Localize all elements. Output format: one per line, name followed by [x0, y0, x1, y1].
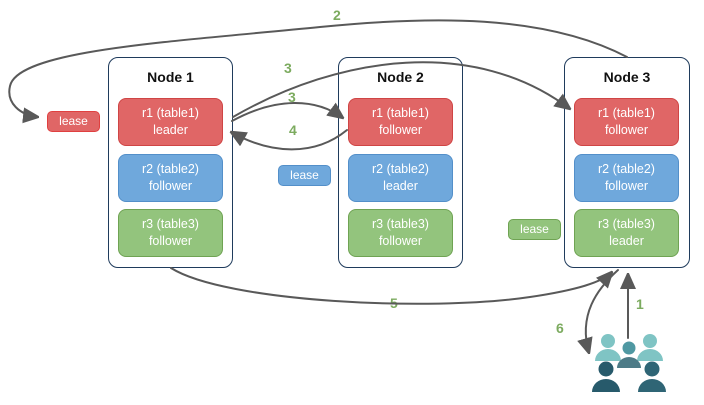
node-2: Node 2 r1 (table1) follower r2 (table2) …	[338, 57, 463, 268]
replica-name: r3 (table3)	[142, 217, 199, 232]
replica-role: leader	[153, 123, 188, 137]
node-1: Node 1 r1 (table1) leader r2 (table2) fo…	[108, 57, 233, 268]
replica-role: follower	[378, 234, 423, 248]
node-2-replica-r3: r3 (table3) follower	[348, 209, 453, 257]
replica-role: follower	[604, 123, 649, 137]
users-group-icon	[592, 334, 666, 392]
replica-name: r3 (table3)	[372, 217, 429, 232]
lease-badge-table2: lease	[278, 165, 331, 186]
step-label-6: 6	[556, 320, 564, 336]
node-2-replica-r1: r1 (table1) follower	[348, 98, 453, 146]
arrow-step-3-to-node2	[231, 102, 343, 122]
replica-name: r2 (table2)	[142, 162, 199, 177]
replica-name: r1 (table1)	[372, 106, 429, 121]
replica-name: r3 (table3)	[598, 217, 655, 232]
replica-role: follower	[148, 179, 193, 193]
node-3-replica-r3: r3 (table3) leader	[574, 209, 679, 257]
node-3: Node 3 r1 (table1) follower r2 (table2) …	[564, 57, 690, 268]
step-label-3a: 3	[284, 60, 292, 76]
replica-role: follower	[378, 123, 423, 137]
replica-name: r1 (table1)	[598, 106, 655, 121]
replica-role: leader	[383, 179, 418, 193]
step-label-4: 4	[289, 122, 297, 138]
node-1-replica-r1: r1 (table1) leader	[118, 98, 223, 146]
node-3-title: Node 3	[603, 69, 651, 85]
node-2-title: Node 2	[377, 69, 424, 85]
lease-badge-table3: lease	[508, 219, 561, 240]
replica-name: r1 (table1)	[142, 106, 199, 121]
replica-role: follower	[148, 234, 193, 248]
node-1-title: Node 1	[147, 69, 194, 85]
step-label-1: 1	[636, 296, 644, 312]
step-label-5: 5	[390, 295, 398, 311]
replica-name: r2 (table2)	[372, 162, 429, 177]
node-1-replica-r2: r2 (table2) follower	[118, 154, 223, 202]
step-label-2: 2	[333, 7, 341, 23]
node-3-replica-r2: r2 (table2) follower	[574, 154, 679, 202]
lease-badge-table1: lease	[47, 111, 100, 132]
node-2-replica-r2: r2 (table2) leader	[348, 154, 453, 202]
replica-role: follower	[604, 179, 649, 193]
node-3-replica-r1: r1 (table1) follower	[574, 98, 679, 146]
replica-role: leader	[609, 234, 644, 248]
step-label-3b: 3	[288, 89, 296, 105]
replica-name: r2 (table2)	[598, 162, 655, 177]
arrow-step-2	[8, 19, 628, 117]
node-1-replica-r3: r3 (table3) follower	[118, 209, 223, 257]
